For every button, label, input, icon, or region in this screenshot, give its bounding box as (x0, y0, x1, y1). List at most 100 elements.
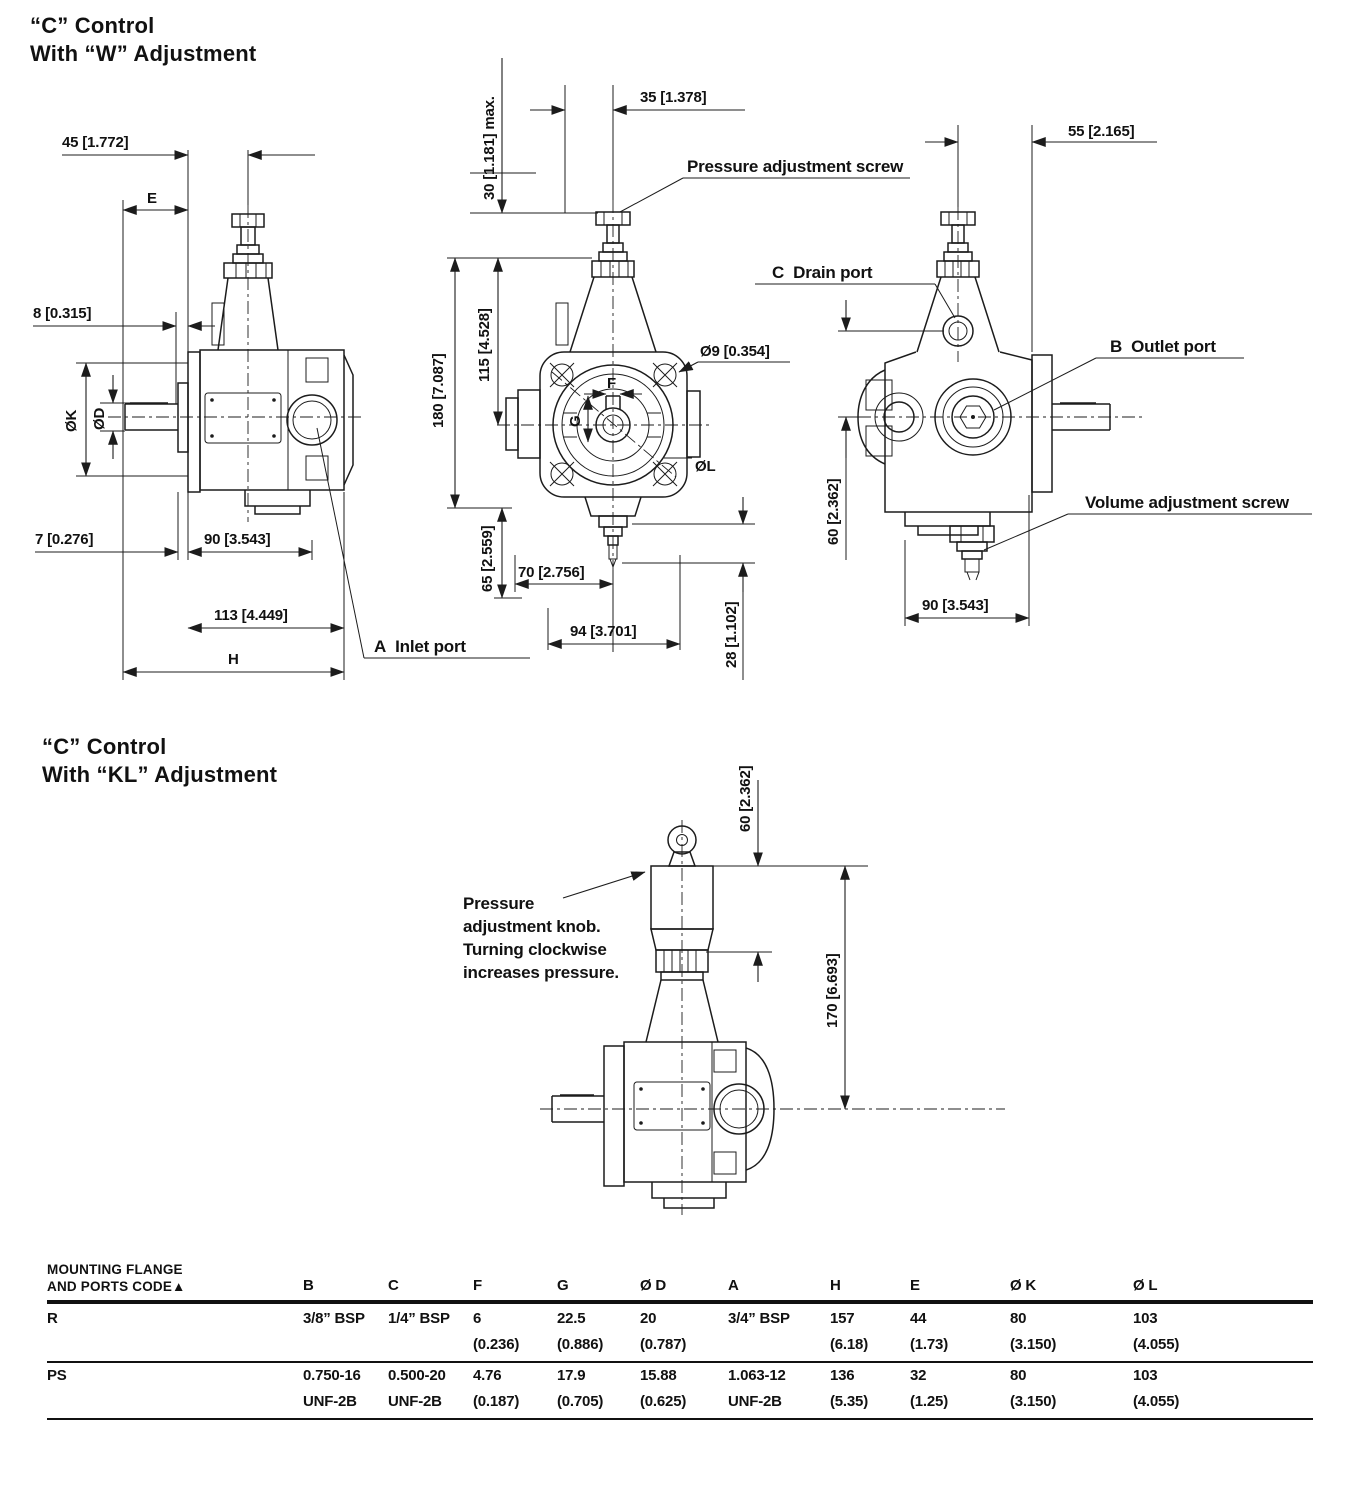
dim-g-label: G (567, 416, 584, 427)
kl-view (540, 820, 1005, 1215)
row-ps-od1: 15.88 (640, 1367, 677, 1384)
row-r-e1: 44 (910, 1310, 927, 1327)
row-ps-f2: (0.187) (473, 1393, 520, 1410)
dim-60-label: 60 [2.362] (825, 478, 842, 545)
dim-94-label: 94 [3.701] (570, 623, 637, 640)
c-drain-port-label: C Drain port (772, 263, 873, 282)
dim-45-label: 45 [1.772] (62, 134, 129, 151)
row-ps-c1: 0.500-20 (388, 1367, 446, 1384)
dim-70-label: 70 [2.756] (518, 564, 585, 581)
dim-35-label: 35 [1.378] (640, 89, 707, 106)
note-line2: adjustment knob. (463, 917, 601, 936)
dim-ol-label: ØL (695, 458, 715, 475)
mounting-flange-table: MOUNTING FLANGE AND PORTS CODE▲ B C F G … (47, 1258, 1313, 1428)
row-ps-e1: 32 (910, 1367, 927, 1384)
dim-28-label: 28 [1.102] (723, 601, 740, 668)
table-row-rule (47, 1361, 1313, 1363)
row-r-f1: 6 (473, 1310, 482, 1327)
row-ps-g2: (0.705) (557, 1393, 604, 1410)
w-title-line1: “C” Control (30, 13, 155, 38)
pressure-adjustment-screw-label: Pressure adjustment screw (687, 157, 904, 176)
row-ps-code: PS (47, 1367, 67, 1384)
dim-ok-label: ØK (63, 410, 80, 432)
row-r-b1: 3/8” BSP (303, 1310, 365, 1327)
table-header-rule (47, 1300, 1313, 1304)
row-ps-ol2: (4.055) (1133, 1393, 1180, 1410)
kl-section-title: “C” Control With “KL” Adjustment (42, 733, 277, 789)
kl-dim-60-label: 60 [2.362] (737, 765, 754, 832)
row-ps-a2: UNF-2B (728, 1393, 782, 1410)
row-ps-e2: (1.25) (910, 1393, 948, 1410)
row-r-ol1: 103 (1133, 1310, 1158, 1327)
row-r-ol2: (4.055) (1133, 1336, 1180, 1353)
dim-180-label: 180 [7.087] (430, 353, 447, 428)
note-line1: Pressure (463, 894, 535, 913)
w-section-title: “C” Control With “W” Adjustment (30, 12, 256, 68)
col-header-e: E (910, 1277, 920, 1294)
dim-o9-label: Ø9 [0.354] (700, 343, 770, 360)
col-header-g: G (557, 1277, 569, 1294)
kl-title-line2: With “KL” Adjustment (42, 762, 278, 787)
col-header-ok: Ø K (1010, 1277, 1037, 1294)
kl-dim-170-label: 170 [6.693] (824, 953, 841, 1028)
col-header-a: A (728, 1277, 739, 1294)
row-r-od1: 20 (640, 1310, 657, 1327)
a-inlet-port-label: A Inlet port (374, 637, 466, 656)
bolt-holes (549, 362, 678, 487)
row-r-ok1: 80 (1010, 1310, 1027, 1327)
table-header-line1: MOUNTING FLANGE (47, 1262, 183, 1277)
row-ps-ok1: 80 (1010, 1367, 1027, 1384)
col-header-f: F (473, 1277, 482, 1294)
col-header-ol: Ø L (1133, 1277, 1158, 1294)
dim-h-label: H (228, 651, 239, 668)
col-header-b: B (303, 1277, 314, 1294)
row-ps-b2: UNF-2B (303, 1393, 357, 1410)
w-right-view-dimensions: 55 [2.165] B Outlet port 60 [2.362] Volu… (825, 123, 1312, 626)
row-ps-a1: 1.063-12 (728, 1367, 786, 1384)
row-ps-h2: (5.35) (830, 1393, 868, 1410)
col-header-h: H (830, 1277, 841, 1294)
row-r-a1: 3/4” BSP (728, 1310, 790, 1327)
w-title-line2: With “W” Adjustment (30, 41, 257, 66)
dim-f-label: F (607, 375, 616, 392)
pressure-adjustment-knob-note: Pressure adjustment knob. Turning clockw… (463, 892, 619, 984)
row-r-g1: 22.5 (557, 1310, 586, 1327)
dim-8-label: 8 [0.315] (33, 305, 91, 322)
kl-view-dimensions: 60 [2.362] 170 [6.693] (562, 765, 868, 1110)
dim-115-label: 115 [4.528] (476, 308, 493, 382)
w-right-side-view (857, 207, 1145, 581)
kl-title-line1: “C” Control (42, 734, 167, 759)
row-r-code: R (47, 1310, 58, 1327)
dim-od-label: ØD (91, 408, 108, 430)
row-r-h1: 157 (830, 1310, 855, 1327)
dim-55-label: 55 [2.165] (1068, 123, 1135, 140)
row-r-h2: (6.18) (830, 1336, 868, 1353)
note-line3: Turning clockwise (463, 940, 607, 959)
row-ps-g1: 17.9 (557, 1367, 586, 1384)
dim-90-left-label: 90 [3.543] (204, 531, 271, 548)
col-header-c: C (388, 1277, 399, 1294)
note-line4: increases pressure. (463, 963, 619, 982)
dim-e-label: E (147, 190, 157, 207)
row-r-g2: (0.886) (557, 1336, 604, 1353)
dim-90-right-label: 90 [3.543] (922, 597, 989, 614)
row-r-f2: (0.236) (473, 1336, 520, 1353)
w-left-side-view (108, 205, 362, 522)
table-header-line2: AND PORTS CODE▲ (47, 1279, 186, 1294)
dim-30-label: 30 [1.181] max. (481, 96, 498, 200)
row-ps-h1: 136 (830, 1367, 855, 1384)
row-r-od2: (0.787) (640, 1336, 687, 1353)
row-ps-od2: (0.625) (640, 1393, 687, 1410)
w-front-view (497, 200, 712, 572)
dim-65-label: 65 [2.559] (479, 525, 496, 592)
row-r-c1: 1/4” BSP (388, 1310, 450, 1327)
row-ps-ol1: 103 (1133, 1367, 1158, 1384)
w-left-view-dimensions: 45 [1.772] E 8 [0.315] ØK ØD 7 [0.276] 9… (33, 134, 530, 680)
row-ps-c2: UNF-2B (388, 1393, 442, 1410)
volume-adjustment-screw-label: Volume adjustment screw (1085, 493, 1290, 512)
table-bottom-rule (47, 1418, 1313, 1420)
row-r-ok2: (3.150) (1010, 1336, 1057, 1353)
dim-7-label: 7 [0.276] (35, 531, 93, 548)
